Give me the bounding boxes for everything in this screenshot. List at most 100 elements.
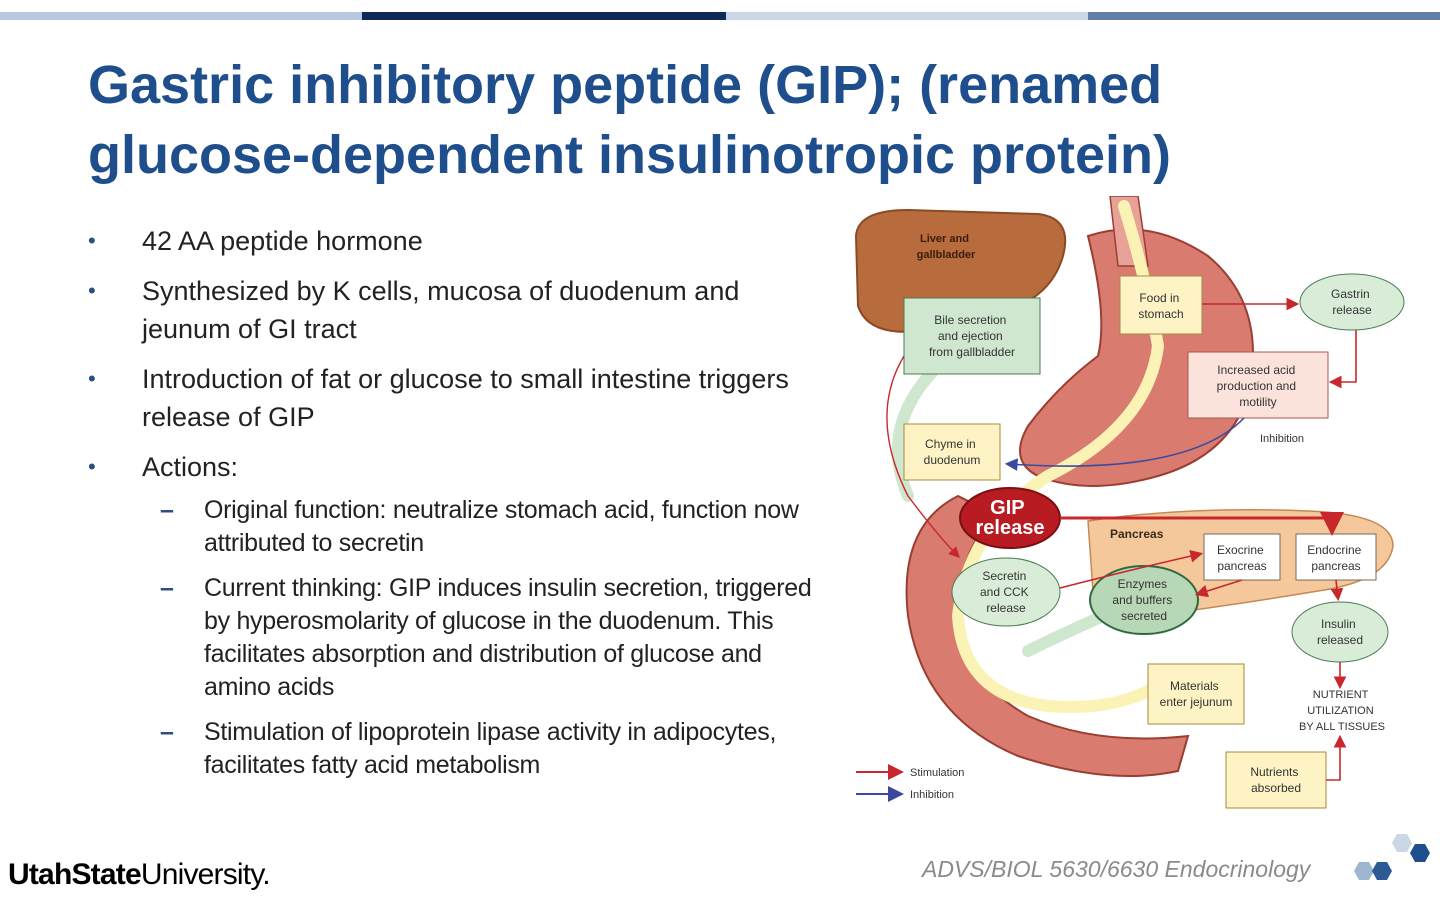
inhibition-arrow	[1004, 417, 1245, 472]
bullet-text: Introduction of fat or glucose to small …	[142, 364, 789, 432]
svg-text:Food in stomach: Food in stomach	[1138, 291, 1183, 321]
exocrine-box	[1203, 533, 1281, 581]
bullet-item: • Actions: – Original function: neutralize…	[88, 448, 818, 782]
bullet-text: Actions:	[142, 452, 239, 482]
insulin-label: released	[1317, 633, 1363, 647]
svg-text:Chyme in duodenum: Chyme in duodenum	[924, 437, 981, 467]
svg-text:Endocrine pancreas: Endocrine pancreas	[1307, 543, 1364, 573]
exocrine-label: pancreas	[1217, 559, 1266, 573]
sub-bullet-text: Current thinking: GIP induces insulin se…	[204, 574, 812, 701]
hexagon-decoration-icon	[1354, 834, 1430, 880]
enzymes-label: Enzymes	[1118, 577, 1167, 591]
enzyme-flow-arrow	[1022, 610, 1109, 657]
svg-text:Insulin released: Insulin released	[1317, 617, 1363, 647]
bullet-marker: •	[88, 366, 96, 391]
gastrin-release-node	[1299, 273, 1405, 331]
bullet-marker: •	[88, 278, 96, 303]
secretin-label: Secretin	[982, 569, 1026, 583]
acid-label: motility	[1239, 395, 1276, 409]
exocrine-label: Exocrine	[1217, 543, 1264, 557]
svg-text:Bile secretion and ejectio: Bile secretion and ejection from gallbla…	[929, 313, 1015, 359]
bile-label: and ejection	[938, 329, 1003, 343]
inhibition-tag: Inhibition	[1260, 433, 1304, 445]
bullet-marker: •	[88, 228, 96, 253]
sub-bullet-item: –Stimulation of lipoprotein lipase activ…	[142, 716, 818, 782]
secretin-cck-node	[951, 557, 1061, 627]
svg-text:Secretin and CCK relea: Secretin and CCK release	[980, 569, 1032, 615]
food-label: Food in	[1139, 291, 1179, 305]
svg-text:Liver and gallbladder: Liver and gallbladder	[917, 233, 976, 261]
bile-secretion-box	[903, 297, 1041, 375]
bullet-text: 42 AA peptide hormone	[142, 226, 423, 256]
materials-label: Materials	[1170, 679, 1219, 693]
legend-inhibition: Inhibition	[910, 789, 954, 801]
bullet-item: • 42 AA peptide hormone	[88, 222, 818, 260]
sub-bullet-text: Original function: neutralize stomach ac…	[204, 496, 799, 557]
accent-segment	[362, 12, 726, 20]
legend-stimulation: Stimulation	[910, 767, 964, 779]
bullet-item: • Synthesized by K cells, mucosa of duode…	[88, 272, 818, 348]
bullet-marker: •	[88, 454, 96, 479]
endocrine-label: Endocrine	[1307, 543, 1361, 557]
sub-bullet-text: Stimulation of lipoprotein lipase activi…	[204, 718, 777, 779]
course-label: ADVS/BIOL 5630/6630 Endocrinology	[922, 856, 1311, 882]
stimulation-arrow	[1330, 579, 1344, 602]
chyme-label: duodenum	[924, 453, 981, 467]
svg-text:Increased acid production: Increased acid production and motility	[1217, 363, 1300, 409]
chyme-box	[903, 423, 1001, 481]
chyme-label: Chyme in	[925, 437, 976, 451]
gastrin-label: Gastrin	[1331, 287, 1370, 301]
gip-label: GIP	[990, 497, 1024, 519]
sub-bullet-marker: –	[160, 496, 174, 524]
enzymes-label: and buffers	[1112, 593, 1172, 607]
enzymes-label: secreted	[1121, 609, 1167, 623]
accent-segment	[1088, 12, 1440, 20]
gip-label: release	[976, 517, 1045, 539]
bullet-item: • Introduction of fat or glucose to small…	[88, 360, 818, 436]
bile-label: Bile secretion	[934, 313, 1006, 327]
logo-regular: University.	[140, 858, 271, 891]
nutrients-absorbed-box	[1225, 751, 1327, 809]
svg-text:Materials enter jejunum: Materials enter jejunum	[1160, 679, 1233, 709]
food-label: stomach	[1138, 307, 1183, 321]
accent-segment	[726, 12, 1088, 20]
sub-bullet-item: – Original function: neutralize stomach a…	[142, 494, 818, 560]
svg-text:Nutrients absorbed: Nutrients absorbed	[1250, 765, 1301, 795]
increased-acid-box	[1187, 351, 1329, 419]
svg-text:Exocrine pancreas: Exocrine pancreas	[1217, 543, 1267, 573]
secretin-label: and CCK	[980, 585, 1029, 599]
gip-pathway-diagram: Liver and gallbladder Food in stomach Ga…	[854, 196, 1405, 809]
liver-label: Liver and	[920, 233, 969, 245]
insulin-label: Insulin	[1321, 617, 1356, 631]
materials-jejunum-box	[1147, 663, 1245, 725]
bullet-list: • 42 AA peptide hormone • Synthesized by K…	[88, 222, 818, 794]
acid-label: production and	[1217, 379, 1296, 393]
svg-text:Enzymes and buffers se: Enzymes and buffers secreted	[1112, 577, 1175, 623]
nutrient-label: NUTRIENT	[1313, 689, 1369, 701]
accent-segment	[0, 12, 362, 20]
endocrine-box	[1295, 533, 1377, 581]
sub-bullet-item: – Current thinking: GIP induces insulin s…	[142, 572, 818, 704]
food-in-stomach-box	[1119, 275, 1203, 335]
nutrient-label: UTILIZATION	[1307, 705, 1373, 717]
stimulation-arrow	[1328, 330, 1357, 389]
bullet-text: Synthesized by K cells, mucosa of duoden…	[142, 276, 740, 344]
bile-label: from gallbladder	[929, 345, 1015, 359]
absorbed-label: Nutrients	[1250, 765, 1298, 779]
secretin-label: release	[986, 601, 1026, 615]
pancreas-label: Pancreas	[1110, 527, 1164, 541]
svg-text:GIP release: GIP release	[976, 497, 1045, 539]
sub-bullet-marker: –	[160, 574, 174, 602]
acid-label: Increased acid	[1217, 363, 1295, 377]
endocrine-label: pancreas	[1311, 559, 1360, 573]
insulin-released-node	[1291, 601, 1389, 663]
materials-label: enter jejunum	[1160, 695, 1233, 709]
absorbed-label: absorbed	[1251, 781, 1301, 795]
stimulation-arrow	[1326, 734, 1347, 781]
university-logo: UtahStateUniversity.	[8, 858, 271, 892]
stimulation-arrow	[1059, 549, 1204, 589]
stimulation-arrow	[886, 355, 960, 558]
gastrin-label: release	[1332, 303, 1372, 317]
enzymes-node	[1089, 565, 1199, 635]
logo-bold: UtahState	[8, 858, 142, 891]
